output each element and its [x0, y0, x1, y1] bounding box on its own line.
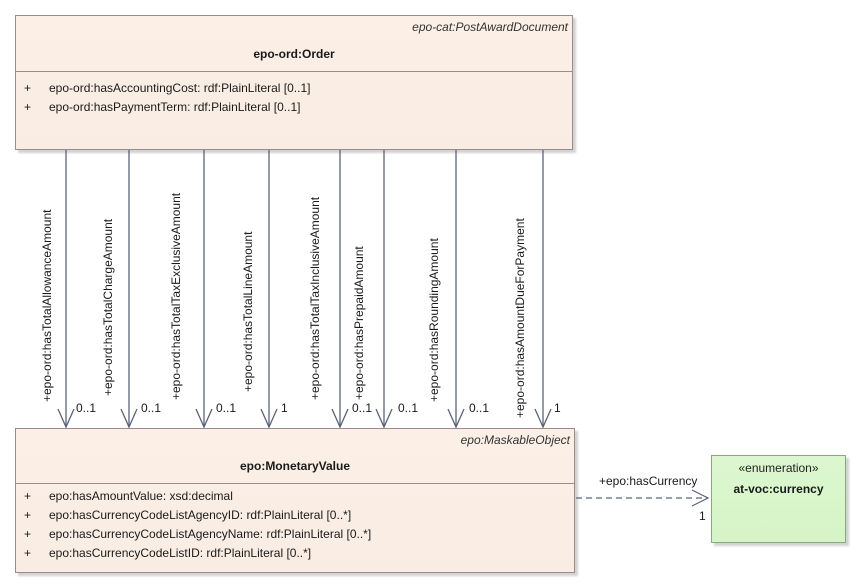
enumeration-stereotype: «enumeration» — [738, 461, 819, 475]
arrowhead — [195, 408, 213, 429]
arrowhead — [534, 408, 552, 429]
currency-multiplicity-label: 1 — [699, 509, 706, 523]
role-label-tax-exclusive: +epo-ord:hasTotalTaxExclusiveAmount — [169, 192, 183, 400]
currency-dependency[interactable] — [576, 489, 710, 507]
monetary-attribute[interactable]: + epo:hasCurrencyCodeListAgencyID: rdf:P… — [16, 506, 574, 525]
association-line[interactable] — [375, 150, 393, 429]
role-label-total-allowance: +epo-ord:hasTotalAllowanceAmount — [40, 209, 54, 402]
monetary-class-name: epo:MonetaryValue — [239, 459, 351, 473]
role-label-rounding: +epo-ord:hasRoundingAmount — [427, 238, 441, 402]
multiplicity-label: 0..1 — [141, 401, 162, 415]
multiplicity-label: 0..1 — [352, 401, 373, 415]
multiplicity-label: 0..1 — [398, 401, 419, 415]
multiplicity-label: 1 — [554, 401, 561, 415]
order-stereotype: epo-cat:PostAwardDocument — [412, 20, 568, 34]
order-attribute[interactable]: + epo-ord:hasAccountingCost: rdf:PlainLi… — [16, 79, 572, 98]
order-class-name: epo-ord:Order — [253, 47, 335, 61]
monetary-stereotype: epo:MaskableObject — [460, 433, 570, 447]
arrowhead — [120, 408, 138, 429]
association-line[interactable] — [534, 150, 552, 429]
currency-enumeration[interactable]: «enumeration» at-voc:currency — [711, 455, 846, 543]
order-divider — [16, 71, 572, 72]
association-lines — [57, 150, 552, 429]
arrowhead — [260, 408, 278, 429]
role-label-prepaid: +epo-ord:hasPrepaidAmount — [352, 246, 366, 400]
arrowhead — [447, 408, 465, 429]
visibility-marker: + — [24, 489, 32, 503]
order-class[interactable]: epo-cat:PostAwardDocument epo-ord:Order … — [15, 15, 573, 150]
role-label-total-charge: +epo-ord:hasTotalChargeAmount — [101, 218, 115, 396]
visibility-marker: + — [24, 100, 32, 114]
visibility-marker: + — [24, 527, 32, 541]
attribute-text: epo:hasAmountValue: xsd:decimal — [49, 489, 233, 503]
association-line[interactable] — [331, 150, 349, 429]
role-label-due-for-payment: +epo-ord:hasAmountDueForPayment — [513, 218, 527, 418]
monetary-attribute[interactable]: + epo:hasCurrencyCodeListAgencyName: rdf… — [16, 525, 574, 544]
visibility-marker: + — [24, 508, 32, 522]
monetary-attribute[interactable]: + epo:hasAmountValue: xsd:decimal — [16, 487, 574, 506]
order-attributes: + epo-ord:hasAccountingCost: rdf:PlainLi… — [16, 79, 572, 117]
multiplicity-label: 1 — [281, 401, 288, 415]
role-label-total-line: +epo-ord:hasTotalLineAmount — [241, 231, 255, 392]
attribute-text: epo:hasCurrencyCodeListID: rdf:PlainLite… — [49, 546, 312, 560]
arrowhead — [57, 408, 75, 429]
multiplicity-label: 0..1 — [469, 401, 490, 415]
arrowhead — [331, 408, 349, 429]
monetary-value-class[interactable]: epo:MaskableObject epo:MonetaryValue + e… — [15, 428, 575, 573]
attribute-text: epo:hasCurrencyCodeListAgencyName: rdf:P… — [49, 527, 372, 541]
association-line[interactable] — [260, 150, 278, 429]
currency-role-label: +epo:hasCurrency — [599, 474, 698, 488]
association-line[interactable] — [57, 150, 75, 429]
attribute-text: epo-ord:hasAccountingCost: rdf:PlainLite… — [49, 81, 311, 95]
association-line[interactable] — [195, 150, 213, 429]
visibility-marker: + — [24, 546, 32, 560]
association-line[interactable] — [120, 150, 138, 429]
monetary-attribute[interactable]: + epo:hasCurrencyCodeListID: rdf:PlainLi… — [16, 544, 574, 563]
order-attribute[interactable]: + epo-ord:hasPaymentTerm: rdf:PlainLiter… — [16, 98, 572, 117]
enumeration-name: at-voc:currency — [733, 482, 824, 496]
attribute-text: epo-ord:hasPaymentTerm: rdf:PlainLiteral… — [49, 100, 301, 114]
arrowhead — [375, 408, 393, 429]
role-label-tax-inclusive: +epo-ord:hasTotalTaxInclusiveAmount — [308, 196, 322, 400]
multiplicity-label: 0..1 — [76, 401, 97, 415]
multiplicity-label: 0..1 — [216, 401, 237, 415]
attribute-text: epo:hasCurrencyCodeListAgencyID: rdf:Pla… — [49, 508, 352, 522]
association-line[interactable] — [447, 150, 465, 429]
visibility-marker: + — [24, 81, 32, 95]
monetary-attributes: + epo:hasAmountValue: xsd:decimal + epo:… — [16, 487, 574, 563]
monetary-divider — [16, 483, 574, 484]
